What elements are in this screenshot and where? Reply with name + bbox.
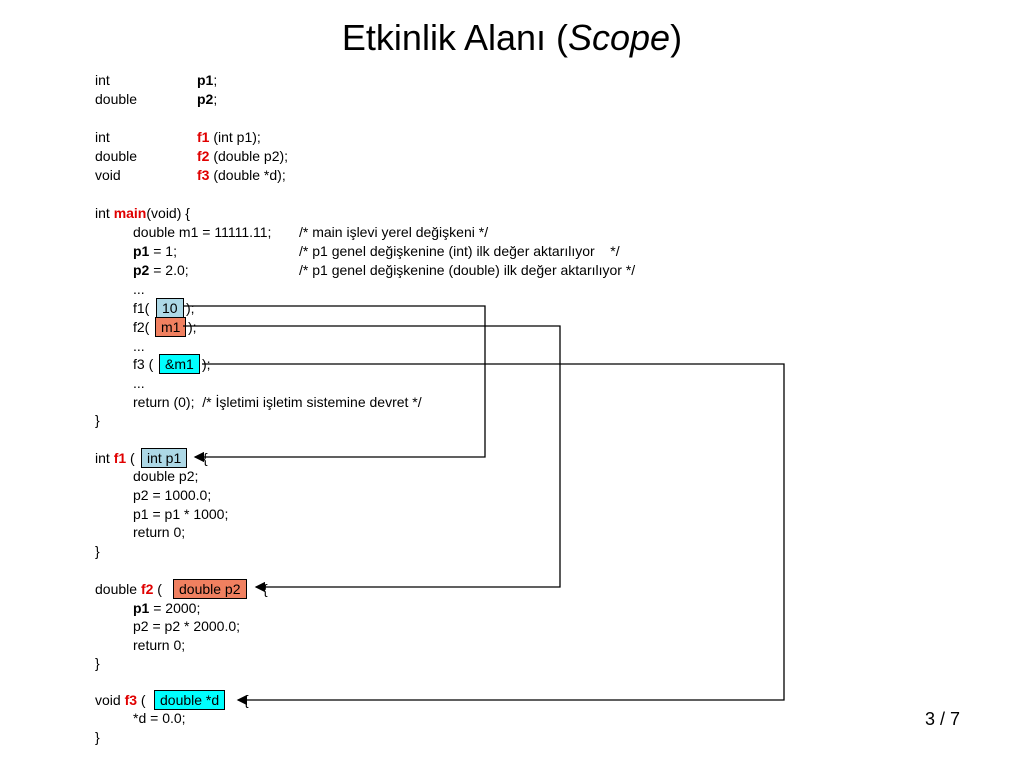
main-m1-code: double m1 = 11111.11;: [133, 224, 272, 240]
f1-line: return 0;: [133, 524, 186, 540]
f2-line: return 0;: [133, 637, 186, 653]
title-end: ): [670, 17, 683, 58]
decl-type-p1: int: [95, 72, 110, 88]
main-close: }: [95, 412, 100, 428]
decl-type-f3: void: [95, 167, 121, 183]
return-code: return (0);: [133, 394, 195, 410]
f3-type: void: [95, 692, 125, 708]
f1-signature: int f1 (: [95, 449, 135, 468]
f2-type: double: [95, 581, 141, 597]
f2-brace: {: [263, 581, 268, 597]
f3-close: }: [95, 729, 100, 745]
main-f2-end: );: [188, 319, 197, 335]
f3-name: f3: [124, 692, 138, 708]
f3-line: *d = 0.0;: [133, 710, 186, 726]
main-f3-call: f3 (: [133, 356, 154, 372]
decl-type-f1: int: [95, 129, 110, 145]
f1-connector: [183, 305, 486, 463]
f3-open: (: [137, 692, 146, 708]
assign-code: = 1;: [149, 243, 177, 259]
f2-open: (: [153, 581, 162, 597]
f1-line: p1 = p1 * 1000;: [133, 506, 229, 522]
decl-f3: f3 (double *d);: [197, 166, 286, 185]
main-p2-assign: p2 = 2.0;: [133, 261, 189, 280]
decl-name: p1: [197, 72, 214, 88]
main-p1-comment: /* p1 genel değişkenine (int) ilk değer …: [299, 243, 620, 259]
main-p2-comment: /* p1 genel değişkenine (double) ilk değ…: [299, 262, 636, 278]
assign-code: = 2000;: [149, 600, 201, 616]
main-f2-call: f2(: [133, 319, 150, 335]
f3-param-box: double *d: [154, 690, 226, 710]
decl-name: f2: [197, 148, 210, 164]
main-rest: (void) {: [146, 205, 190, 221]
main-dots-3: ...: [133, 375, 145, 391]
decl-p2: p2;: [197, 90, 217, 109]
decl-rest: ;: [213, 72, 218, 88]
decl-p1: p1;: [197, 71, 217, 90]
decl-type-p2: double: [95, 91, 138, 107]
f2-connector: [183, 325, 561, 593]
f3-connector: [202, 363, 785, 706]
main-m1-comment: /* main işlevi yerel değişkeni */: [299, 224, 489, 240]
f1-name: f1: [113, 450, 127, 466]
var-p1: p1: [133, 600, 150, 616]
main-f1-call: f1(: [133, 300, 150, 316]
f1-param-box: int p1: [141, 448, 188, 468]
f3-arg-box: &m1: [159, 354, 200, 374]
f2-param-box: double p2: [173, 579, 247, 599]
decl-f1: f1 (int p1);: [197, 128, 261, 147]
main-dots-2: ...: [133, 338, 145, 354]
f1-line: double p2;: [133, 468, 199, 484]
decl-name: p2: [197, 91, 214, 107]
decl-rest: ;: [213, 91, 218, 107]
page-number: 3 / 7: [925, 709, 961, 729]
f2-name: f2: [140, 581, 154, 597]
title-italic: Scope: [568, 17, 671, 58]
f2-line: p2 = p2 * 2000.0;: [133, 618, 241, 634]
decl-rest: (double p2);: [209, 148, 289, 164]
main-p1-assign: p1 = 1;: [133, 242, 177, 261]
slide-title: Etkinlik Alanı (Scope): [0, 16, 1024, 60]
f2-signature: double f2 (: [95, 580, 162, 599]
f1-line: p2 = 1000.0;: [133, 487, 212, 503]
decl-name: f1: [197, 129, 210, 145]
f1-close: }: [95, 543, 100, 559]
main-f1-end: );: [186, 300, 195, 316]
f2-close: }: [95, 655, 100, 671]
main-name: main: [113, 205, 147, 221]
main-type: int: [95, 205, 114, 221]
title-main: Etkinlik Alanı (: [341, 17, 568, 58]
var-p1: p1: [133, 243, 150, 259]
f1-brace: {: [203, 450, 208, 466]
f1-type: int: [95, 450, 114, 466]
decl-type-f2: double: [95, 148, 138, 164]
f2-p1-assign: p1 = 2000;: [133, 599, 200, 618]
return-comment: /* İşletimi işletim sistemine devret */: [202, 394, 422, 410]
main-dots-1: ...: [133, 281, 145, 297]
decl-f2: f2 (double p2);: [197, 147, 288, 166]
decl-rest: (int p1);: [209, 129, 261, 145]
var-p2: p2: [133, 262, 150, 278]
f1-open: (: [126, 450, 135, 466]
decl-rest: (double *d);: [209, 167, 286, 183]
main-signature: int main(void) {: [95, 204, 190, 223]
assign-code: = 2.0;: [149, 262, 189, 278]
main-return: return (0); /* İşletimi işletim sistemin…: [133, 393, 422, 412]
f3-signature: void f3 (: [95, 691, 146, 710]
decl-name: f3: [197, 167, 210, 183]
f2-arg-box: m1: [155, 317, 187, 337]
